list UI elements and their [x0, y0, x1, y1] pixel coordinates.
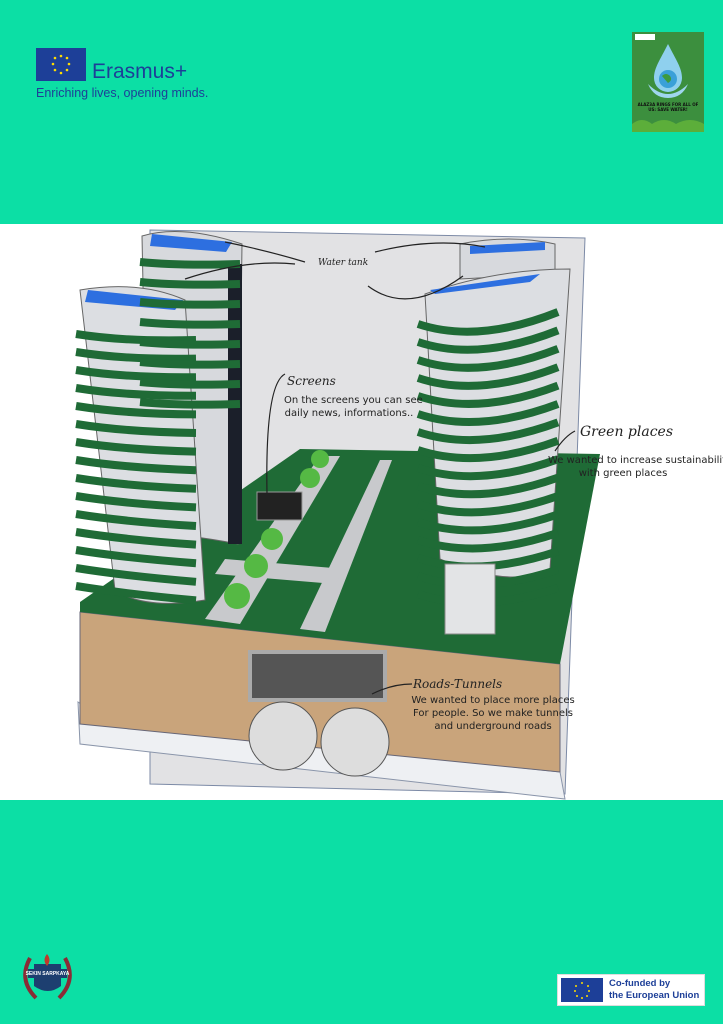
green-places-description: We wanted to increase sustainabilit with …: [548, 454, 723, 480]
floor-band: [416, 363, 560, 390]
eu-flag-icon: [36, 48, 86, 81]
floor-band: [75, 420, 197, 437]
floor-band: [416, 510, 560, 535]
roads-tunnels-title: Roads-Tunnels: [413, 677, 503, 691]
floor-band: [75, 582, 197, 605]
floor-band: [139, 258, 241, 269]
eu-flag-icon: [561, 978, 603, 1002]
city-model-illustration: Water tank Screens On the screens you ca…: [0, 224, 723, 800]
floor-band: [416, 529, 560, 553]
cofund-line: Co-funded by: [609, 978, 671, 989]
floor-band: [139, 278, 241, 289]
city-model-drawing: [75, 229, 600, 800]
floor-band: [139, 378, 241, 389]
roads-line: and underground roads: [434, 721, 552, 732]
poster-caption: ALAZ3A RINGS FOR ALL OF US: SAVE WATER!: [637, 102, 699, 112]
floor-band: [416, 473, 560, 499]
floor-band: [416, 308, 560, 336]
green-line: We wanted to increase sustainabilit: [548, 455, 723, 466]
floor-band: [75, 546, 197, 568]
cofund-line: the European Union: [609, 990, 700, 1001]
floor-band: [75, 456, 197, 475]
green-places-title: Green places: [580, 424, 674, 440]
floor-band: [75, 366, 197, 382]
erasmus-tagline: Enriching lives, opening minds.: [36, 86, 209, 100]
floor-band: [75, 528, 197, 549]
roads-line: For people. So we make tunnels: [413, 708, 573, 719]
floor-band: [416, 492, 560, 517]
floor-band: [75, 384, 197, 400]
floor-band: [416, 345, 560, 372]
school-logo: SEKIN SARPKAYA: [20, 950, 75, 1002]
floor-band: [75, 402, 197, 419]
floor-band: [139, 398, 241, 409]
floor-band: [139, 298, 241, 309]
floor-band: [139, 338, 241, 349]
floor-band: [75, 510, 197, 530]
floor-band: [416, 400, 560, 426]
floor-band: [416, 381, 560, 408]
screens-line: On the screens you can see: [284, 395, 423, 406]
floor-band: [416, 418, 560, 445]
floor-band: [75, 564, 197, 586]
floor-band: [75, 438, 197, 456]
screens-title: Screens: [287, 374, 336, 388]
project-poster: ALAZ3A RINGS FOR ALL OF US: SAVE WATER!: [632, 32, 704, 132]
screens-description: On the screens you can see daily news, in…: [284, 394, 423, 420]
erasmus-name: Erasmus+: [92, 60, 188, 83]
green-line: with green places: [578, 468, 668, 479]
school-logo-text: SEKIN SARPKAYA: [25, 971, 70, 977]
floor-band: [75, 330, 197, 345]
water-tank-label: Water tank: [318, 258, 369, 268]
floor-band: [75, 492, 197, 512]
floor-band: [416, 437, 560, 463]
floor-band: [139, 358, 241, 369]
floor-band: [75, 348, 197, 363]
screens-line: daily news, informations..: [284, 408, 414, 419]
floor-band: [416, 326, 560, 354]
floor-band: [139, 318, 241, 329]
floor-band: [416, 455, 560, 481]
roads-line: We wanted to place more places: [411, 695, 575, 706]
floor-band: [75, 474, 197, 493]
